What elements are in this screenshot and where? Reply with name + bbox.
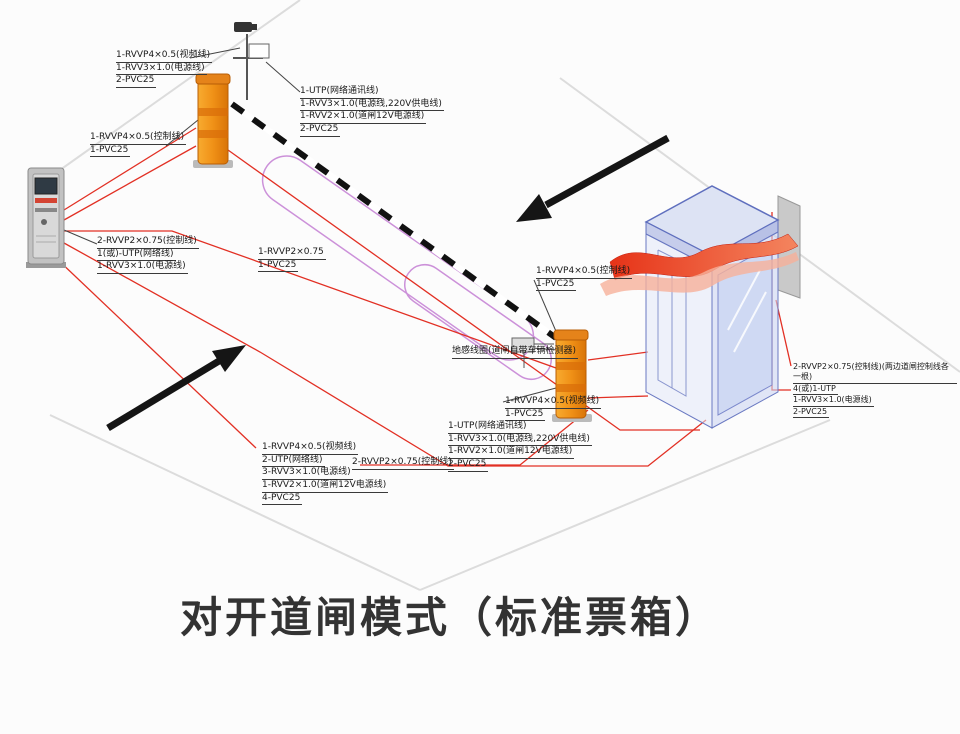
- red-ribbon: [600, 233, 799, 296]
- camera-pole: [233, 22, 270, 100]
- entry-arrow: [516, 134, 670, 222]
- ground-loop-sensor: [511, 337, 554, 368]
- road-lines: [49, 0, 960, 591]
- ticket-machine-screen: [34, 177, 58, 195]
- ticket-slot: [35, 208, 57, 212]
- leader-lines: [63, 47, 559, 403]
- barrier-arm: [230, 101, 558, 341]
- cable-runs: [55, 127, 792, 467]
- page-title: 对开道闸模式（标准票箱）: [179, 593, 720, 642]
- guard-booth: [644, 185, 801, 429]
- left-barrier-gate: [193, 73, 233, 168]
- ticket-machine: [26, 167, 66, 268]
- camera-sign: [248, 43, 270, 59]
- right-barrier-gate: [552, 329, 592, 422]
- exit-arrow: [106, 345, 246, 431]
- camera-icon: [234, 22, 252, 32]
- ticket-button: [41, 219, 47, 225]
